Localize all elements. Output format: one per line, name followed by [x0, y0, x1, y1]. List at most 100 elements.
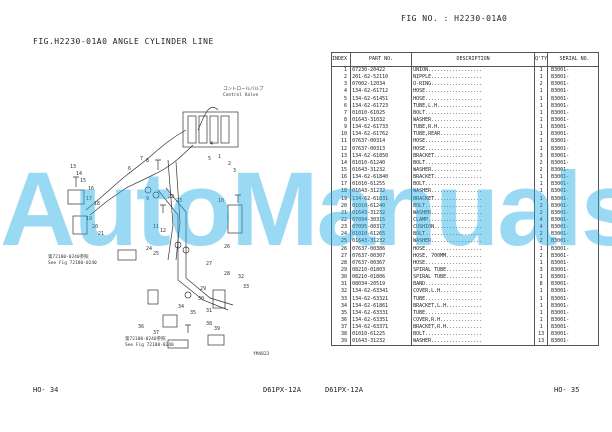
callout-number: 6 [128, 166, 131, 172]
row-index: 20 [330, 202, 352, 210]
row-description: NIPPLE................. [411, 74, 536, 82]
callout-number: 10 [218, 198, 224, 204]
row-description: HOSE................... [411, 145, 536, 153]
row-qty: 1 [534, 188, 549, 196]
callout-number: 15 [80, 178, 86, 184]
row-description: TUBE................... [411, 295, 536, 303]
row-index: 27 [330, 252, 352, 260]
row-part-no: 01010-61025 [350, 109, 413, 117]
row-serial-no: B3001- [547, 131, 600, 139]
row-serial-no: B3001- [547, 324, 600, 332]
row-part-no: 134-62-63371 [350, 324, 413, 332]
row-part-no: 07094-30315 [350, 216, 413, 225]
row-index: 10 [330, 131, 352, 139]
row-part-no: 134-62-63341 [350, 288, 413, 296]
row-index: 15 [330, 166, 352, 175]
row-index: 31 [330, 281, 352, 289]
header-part-no: PART NO. [350, 52, 413, 67]
callout-number: 35 [190, 310, 196, 316]
callout-number: 29 [200, 286, 206, 292]
row-description: SPIRAL TUBE............ [411, 274, 536, 282]
callout-number: 38 [206, 321, 212, 327]
callout-number: 13 [70, 164, 76, 170]
row-part-no: 07637-00386 [350, 245, 413, 253]
row-part-no: 134-62-61451 [350, 95, 413, 103]
row-part-no: 134-62-61850 [350, 152, 413, 160]
row-serial-no: B3001- [547, 116, 600, 125]
row-serial-no: B3001- [547, 195, 600, 203]
row-index: 35 [330, 309, 352, 317]
callout-number: 5 [208, 156, 211, 162]
row-part-no: 08210-01803 [350, 266, 413, 275]
row-description: BRACKET................ [411, 195, 536, 203]
callout-number: 12 [160, 228, 166, 234]
row-description: TUBE,L.H............... [411, 102, 536, 110]
row-index: 5 [330, 95, 352, 103]
row-part-no: 01010-61225 [350, 331, 413, 339]
row-description: O-RING................. [411, 81, 536, 89]
row-qty: 1 [534, 288, 549, 296]
row-serial-no: B3001- [547, 188, 600, 196]
row-qty: 4 [534, 216, 549, 225]
callout-number: 3 [233, 168, 236, 174]
fig-number: FIG NO. : H2230-01A0 [401, 14, 508, 23]
row-qty: 3 [534, 152, 549, 160]
callout-number: 17 [86, 196, 92, 202]
row-qty: 2 [534, 159, 549, 167]
ref-label-2-en: See Fig 72180-0240 [125, 342, 174, 348]
footer-left-page: HO- 34 [33, 386, 59, 394]
row-index: 33 [330, 295, 352, 303]
row-part-no: 01010-61265 [350, 231, 413, 239]
callout-number: 36 [138, 324, 144, 330]
row-qty: 1 [534, 302, 549, 310]
row-part-no: 01010-61240 [350, 159, 413, 167]
row-serial-no: B3001- [547, 202, 600, 210]
row-description: WASHER................. [411, 166, 536, 175]
row-qty: 1 [534, 116, 549, 125]
row-qty: 1 [534, 66, 549, 75]
row-part-no: 01643-31032 [350, 116, 413, 125]
callout-number: 22 [168, 194, 174, 200]
ref-label-1-en: See Fig 72180-0240 [48, 260, 97, 266]
row-qty: 1 [534, 245, 549, 253]
control-valve-label-en: Control Valve [223, 92, 259, 98]
row-qty: 1 [534, 259, 549, 267]
callout-number: 14 [76, 171, 82, 177]
row-serial-no: B3001- [547, 274, 600, 282]
row-qty: 1 [534, 324, 549, 332]
row-part-no: 01643-31232 [350, 209, 413, 217]
row-part-no: 01643-31232 [350, 188, 413, 196]
row-description: BOLT................... [411, 231, 536, 239]
row-serial-no: B3001- [547, 238, 600, 246]
row-description: WASHER................. [411, 238, 536, 246]
row-part-no: 01010-61255 [350, 181, 413, 189]
row-serial-no: B3001- [547, 252, 600, 260]
row-description: WASHER................. [411, 338, 536, 347]
row-qty: 1 [534, 131, 549, 139]
row-part-no: 134-62-61840 [350, 174, 413, 182]
callout-number: 1 [218, 154, 221, 160]
row-index: 12 [330, 145, 352, 153]
row-qty: 2 [534, 252, 549, 260]
callout-number: 9 [146, 196, 149, 202]
row-qty: 2 [534, 238, 549, 246]
row-description: BAND................... [411, 281, 536, 289]
row-index: 19 [330, 195, 352, 203]
row-description: COVER,R.H.............. [411, 316, 536, 325]
callout-number: 31 [206, 308, 212, 314]
row-serial-no: B3001- [547, 138, 600, 146]
row-serial-no: B3001- [547, 231, 600, 239]
